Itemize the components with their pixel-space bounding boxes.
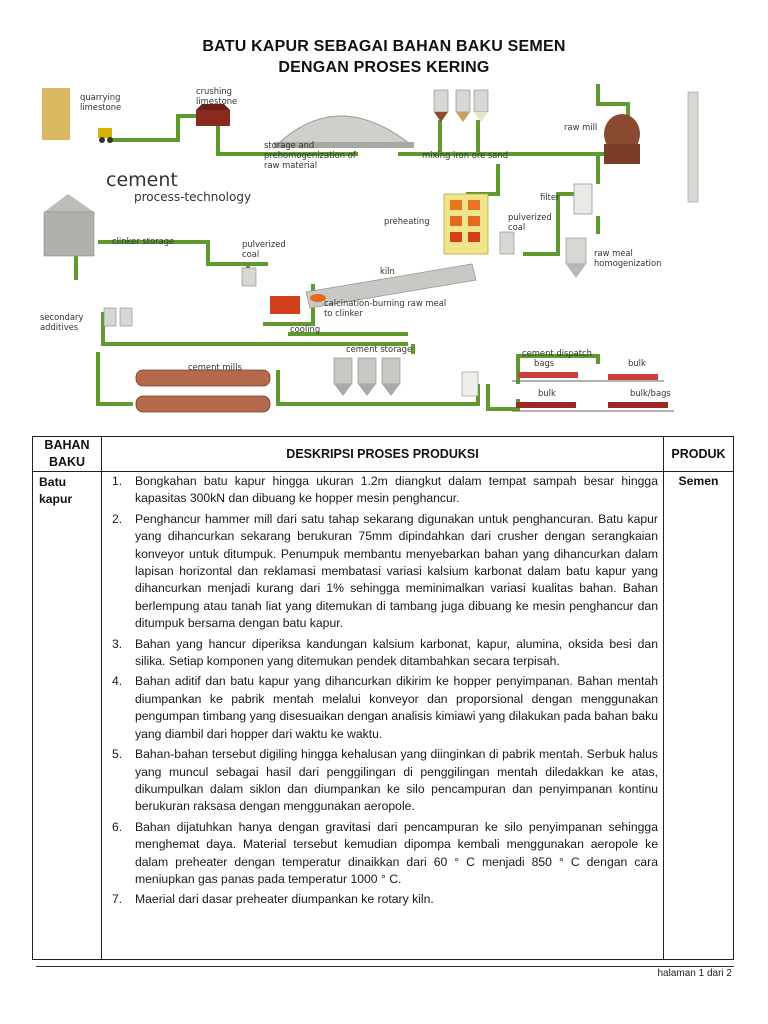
- label-calcination-2: to clinker: [324, 308, 363, 318]
- chimney-icon: [687, 91, 699, 203]
- label-pulverized-right-2: coal: [508, 222, 525, 232]
- step-text: Bongkahan batu kapur hingga ukuran 1.2m …: [135, 474, 658, 506]
- list-item: 6. Bahan dijatuhkan hanya dengan gravitas…: [110, 819, 658, 889]
- page-title-line-2: DENGAN PROSES KERING: [278, 59, 490, 76]
- diagram-heading-cement: cement: [106, 169, 178, 191]
- label-mixing: mixing iron ore sand: [422, 150, 508, 160]
- label-storage-1: storage and: [264, 140, 314, 150]
- quarry-wall: [42, 88, 70, 140]
- list-item: 5. Bahan-bahan tersebut digiling hingga k…: [110, 746, 658, 816]
- filter-icon: [573, 183, 593, 215]
- label-bulk-bags: bulk/bags: [630, 388, 671, 398]
- list-item: 3. Bahan yang hancur diperiksa kandungan …: [110, 636, 658, 671]
- header-produk: PRODUK: [663, 436, 734, 472]
- label-cooling: cooling: [290, 324, 320, 334]
- mixing-silos-icon: [433, 89, 489, 122]
- label-secondary-2: additives: [40, 322, 78, 332]
- label-secondary-1: secondary: [40, 312, 83, 322]
- label-raw-meal-1: raw meal: [594, 248, 633, 258]
- step-text: Bahan dijatuhkan hanya dengan gravitasi …: [135, 819, 658, 886]
- production-table: BAHAN BAKU DESKRIPSI PROSES PRODUKSI PRO…: [32, 436, 734, 960]
- label-preheating: preheating: [384, 216, 430, 226]
- preheater-tower-icon: [443, 193, 489, 255]
- label-crushing-2: limestone: [196, 96, 237, 106]
- header-bahan-baku: BAHAN BAKU: [32, 436, 102, 472]
- label-crushing-1: crushing: [196, 86, 232, 96]
- cell-bahan: Batu kapur: [32, 471, 102, 960]
- label-pulverized-left-2: coal: [242, 249, 259, 259]
- label-pulverized-left-1: pulverized: [242, 239, 286, 249]
- step-number: 1.: [112, 474, 123, 488]
- list-item: 7. Maerial dari dasar preheater diumpanka…: [110, 891, 658, 908]
- label-quarrying-1: quarrying: [80, 92, 120, 102]
- list-item: 1. Bongkahan batu kapur hingga ukuran 1.2…: [110, 473, 658, 508]
- step-number: 4.: [112, 674, 123, 689]
- label-storage-2: prehomogenization of: [264, 150, 357, 160]
- quarry-truck-icon: [98, 128, 112, 138]
- step-text: Maerial dari dasar preheater diumpankan …: [135, 892, 434, 907]
- label-cement-storage: cement storage: [346, 344, 412, 354]
- step-text: Penghancur hammer mill dari satu tahap s…: [135, 511, 658, 631]
- coal-silo-right-icon: [499, 231, 515, 255]
- step-text: Bahan aditif dan batu kapur yang dihancu…: [135, 674, 658, 741]
- raw-meal-silo-icon: [565, 237, 587, 278]
- list-item: 4. Bahan aditif dan batu kapur yang dihan…: [110, 673, 658, 743]
- coal-silo-left-icon: [241, 267, 257, 287]
- label-raw-mill: raw mill: [564, 122, 597, 132]
- page-title-line-1: BATU KAPUR SEBAGAI BAHAN BAKU SEMEN: [202, 38, 566, 55]
- raw-mill-icon: [604, 114, 640, 164]
- table-row: Batu kapur 1. Bongkahan batu kapur hingga…: [32, 471, 734, 960]
- label-dispatch-2: bags: [534, 358, 554, 368]
- label-calcination-1: calcination-burning raw meal: [324, 298, 446, 308]
- dispatch-vehicles-icon: [512, 372, 674, 412]
- step-number: 5.: [112, 747, 123, 762]
- process-steps-list: 1. Bongkahan batu kapur hingga ukuran 1.2…: [110, 473, 658, 909]
- label-bulk-2: bulk: [538, 388, 556, 398]
- label-bulk-1: bulk: [628, 358, 646, 368]
- cell-produk: Semen: [663, 471, 734, 960]
- step-text: Bahan yang hancur diperiksa kandungan ka…: [135, 636, 658, 669]
- diagram-heading-process: process-technology: [134, 190, 251, 204]
- cement-process-diagram: quarrying limestone crushing limestone s…: [38, 84, 732, 422]
- table-header-row: BAHAN BAKU DESKRIPSI PROSES PRODUKSI PRO…: [32, 436, 734, 472]
- step-number: 7.: [112, 892, 123, 907]
- step-number: 3.: [112, 636, 123, 651]
- step-number: 6.: [112, 819, 123, 834]
- label-filter: filter: [540, 192, 560, 202]
- label-storage-3: raw material: [264, 160, 317, 170]
- step-text: Bahan-bahan tersebut digiling hingga keh…: [135, 747, 658, 814]
- step-number: 2.: [112, 511, 123, 526]
- rotary-kiln-icon: [305, 263, 477, 309]
- list-item: 2. Penghancur hammer mill dari satu tahap…: [110, 511, 658, 633]
- label-cement-mills: cement mills: [188, 362, 242, 372]
- cement-storage-silos-icon: [333, 357, 401, 396]
- cooler-icon: [270, 296, 300, 314]
- label-clinker-storage: clinker storage: [112, 236, 174, 246]
- secondary-additives-icon: [103, 307, 133, 327]
- crusher-icon: [196, 110, 230, 126]
- label-dispatch-1: cement dispatch: [522, 348, 592, 358]
- packer-icon: [461, 371, 479, 397]
- label-pulverized-right-1: pulverized: [508, 212, 552, 222]
- label-raw-meal-2: homogenization: [594, 258, 661, 268]
- storage-dome-icon: [276, 115, 412, 145]
- page-number: halaman 1 dari 2: [657, 968, 733, 979]
- label-quarrying-2: limestone: [80, 102, 121, 112]
- header-deskripsi: DESKRIPSI PROSES PRODUKSI: [101, 436, 664, 472]
- footer-divider: [36, 966, 734, 967]
- cement-mills-icon: [135, 369, 271, 413]
- cell-deskripsi: 1. Bongkahan batu kapur hingga ukuran 1.2…: [101, 471, 664, 960]
- clinker-storage-silo-icon: [43, 194, 95, 257]
- label-kiln: kiln: [380, 266, 395, 276]
